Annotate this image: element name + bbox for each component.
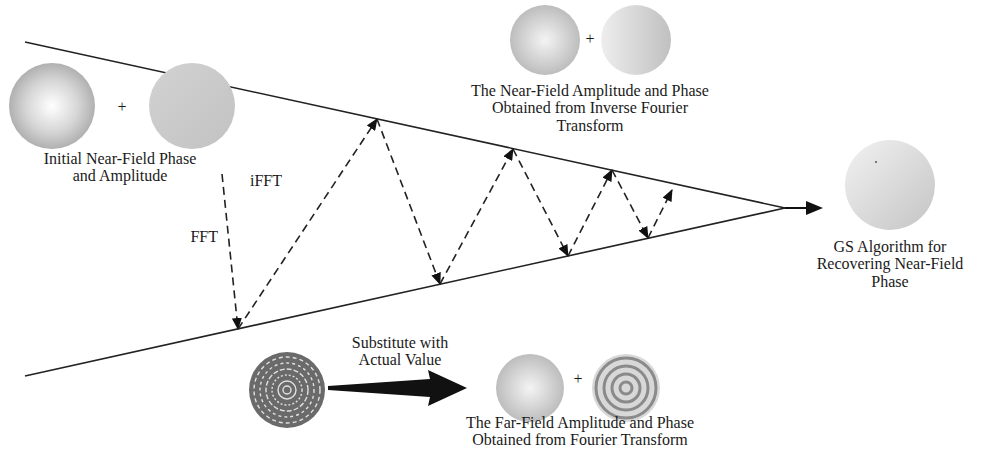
plus-sign: +	[112, 98, 132, 115]
step-label: FFT	[178, 228, 218, 245]
caption-group: The Far-Field Amplitude and Phase Obtain…	[453, 414, 708, 449]
plus-sign: +	[580, 30, 600, 47]
caption-text: GS Algorithm for Recovering Near-Field P…	[813, 238, 968, 290]
caption-text: The Far-Field Amplitude and Phase Obtain…	[453, 414, 708, 449]
caption-group: The Near-Field Amplitude and Phase Obtai…	[463, 82, 718, 134]
step-label: Substitute with Actual Value	[343, 334, 458, 369]
caption-group: Initial Near-Field Phase and Amplitude	[38, 150, 203, 185]
plus-sign: +	[568, 370, 588, 387]
caption-text: The Near-Field Amplitude and Phase Obtai…	[463, 82, 718, 134]
caption-group: GS Algorithm for Recovering Near-Field P…	[813, 238, 968, 290]
step-label: iFFT	[250, 172, 300, 189]
caption-text: Initial Near-Field Phase and Amplitude	[38, 150, 203, 185]
